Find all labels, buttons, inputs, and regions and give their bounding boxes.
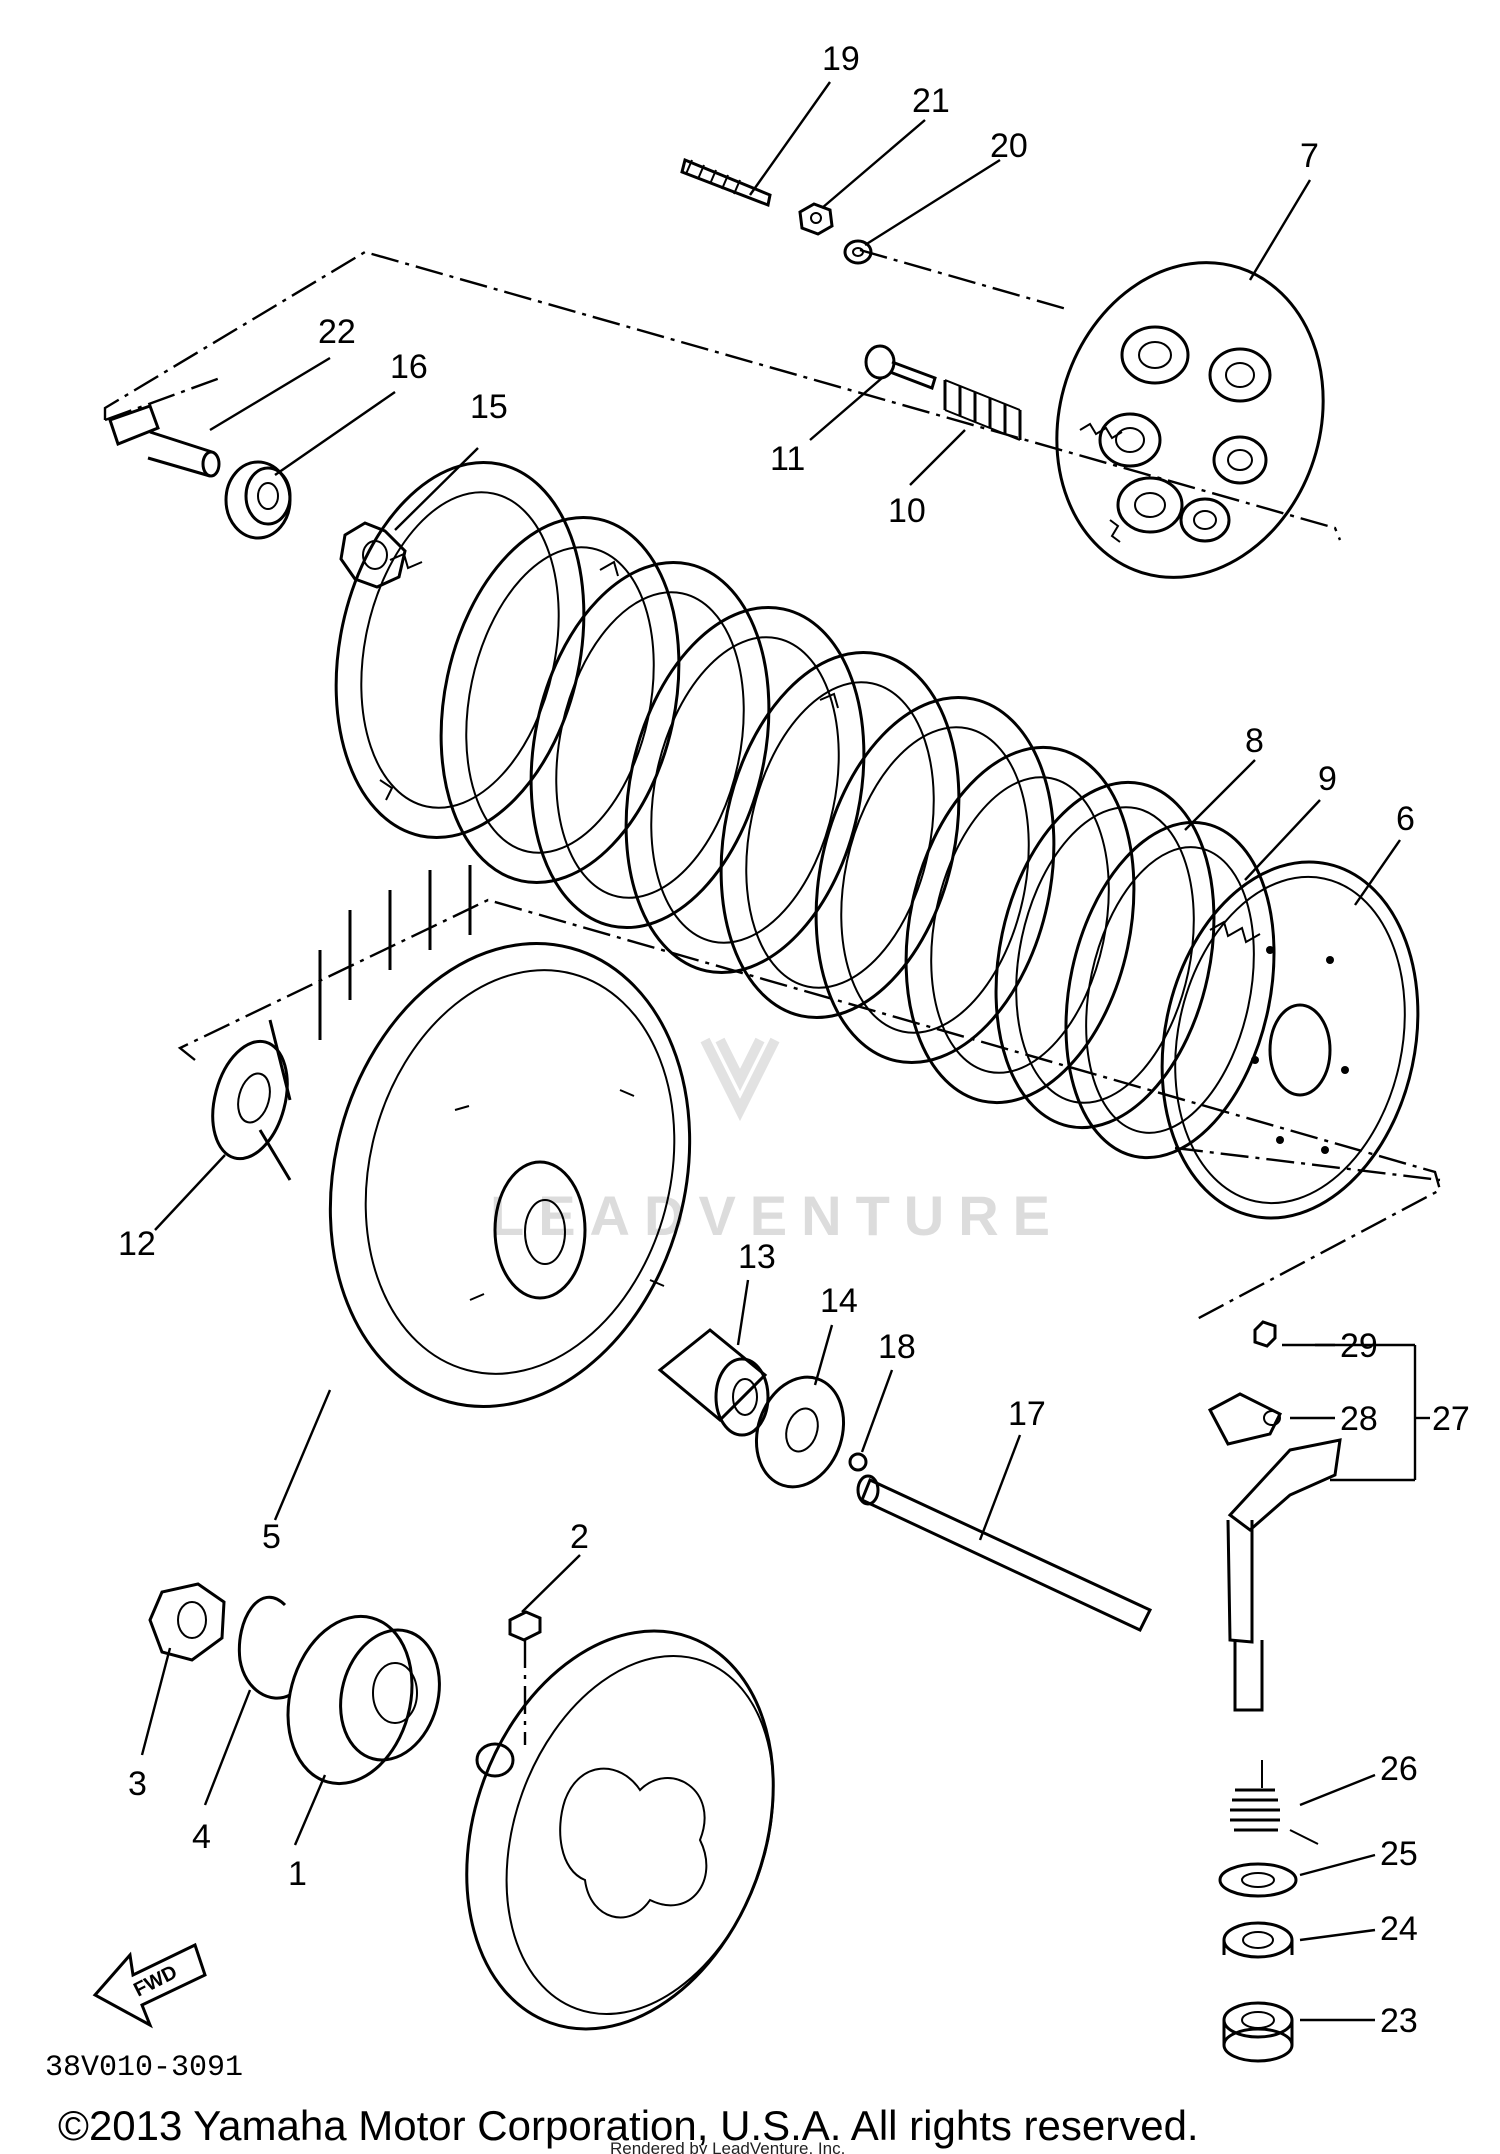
callout-8: 8 xyxy=(1245,722,1264,760)
callout-13: 13 xyxy=(738,1238,776,1276)
primary-drive-gear-1 xyxy=(286,1614,441,1786)
thrust-washer-12 xyxy=(211,1039,289,1161)
callout-2: 2 xyxy=(570,1518,589,1556)
washer-24 xyxy=(1222,1921,1294,1959)
adjusting-screw-19 xyxy=(680,157,772,208)
callout-11: 11 xyxy=(770,440,805,478)
callout-20: 20 xyxy=(990,127,1028,165)
callout-9: 9 xyxy=(1318,760,1337,798)
push-lever-assembly-27 xyxy=(1207,1320,1342,1712)
callout-22: 22 xyxy=(318,313,356,351)
callout-26: 26 xyxy=(1380,1750,1418,1788)
drawing-code: 38V010-3091 xyxy=(45,2051,243,2085)
callout-19: 19 xyxy=(822,40,860,78)
clutch-cover xyxy=(465,1629,775,2031)
leader-lines xyxy=(140,81,1430,2022)
callout-27: 27 xyxy=(1432,1400,1470,1438)
callout-14: 14 xyxy=(820,1282,858,1320)
seal-25 xyxy=(1218,1862,1298,1898)
callout-10: 10 xyxy=(888,492,926,530)
push-rod-22 xyxy=(108,404,221,478)
ball-18 xyxy=(848,1452,868,1472)
nut-21 xyxy=(798,202,834,236)
spring-26 xyxy=(1230,1760,1319,1845)
watermark-text: LEADVENTURE xyxy=(490,1184,1064,1247)
push-rod-17 xyxy=(856,1474,1153,1632)
callout-labels: 19 21 20 7 22 16 15 11 10 8 9 6 12 13 14… xyxy=(118,40,1470,2040)
shaft-axis-line xyxy=(1174,1146,1441,1182)
callout-17: 17 xyxy=(1008,1395,1046,1433)
callout-3: 3 xyxy=(128,1765,147,1803)
callout-21: 21 xyxy=(912,82,950,120)
callout-4: 4 xyxy=(192,1818,211,1856)
friction-plate-9 xyxy=(1064,820,1276,1160)
callout-29: 29 xyxy=(1340,1327,1378,1365)
assembly-outline-upper xyxy=(103,250,1342,541)
bearing-23 xyxy=(1222,2001,1294,2063)
callout-12: 12 xyxy=(118,1225,156,1263)
callout-24: 24 xyxy=(1380,1910,1418,1948)
spacer-13 xyxy=(657,1328,770,1437)
clutch-boss-6 xyxy=(1160,860,1420,1220)
callout-16: 16 xyxy=(390,348,428,386)
callout-6: 6 xyxy=(1396,800,1415,838)
bolt-11 xyxy=(864,344,937,390)
washer-14 xyxy=(754,1375,846,1489)
pressure-plate-7 xyxy=(1055,261,1325,579)
bearing-16 xyxy=(224,460,292,540)
callout-15: 15 xyxy=(470,388,508,426)
washer-20 xyxy=(843,239,873,265)
plate-8 xyxy=(994,780,1216,1130)
key-2 xyxy=(508,1610,542,1642)
clutch-housing-5 xyxy=(258,865,692,1408)
fwd-label: FWD xyxy=(130,1961,181,2001)
fwd-arrow-icon: FWD xyxy=(92,1942,207,2029)
callout-7: 7 xyxy=(1300,137,1319,175)
watermark: LEADVENTURE xyxy=(490,1037,1064,1247)
nut-3 xyxy=(148,1582,226,1662)
rendered-by-notice: Rendered by LeadVenture, Inc. xyxy=(610,2139,845,2154)
callout-23: 23 xyxy=(1380,2002,1418,2040)
axis-line-top xyxy=(859,248,1071,312)
callout-28: 28 xyxy=(1340,1400,1378,1438)
callout-1: 1 xyxy=(288,1855,307,1893)
callout-18: 18 xyxy=(878,1328,916,1366)
clutch-plates-stack xyxy=(334,460,1136,1105)
spring-10 xyxy=(943,379,1022,441)
callout-5: 5 xyxy=(262,1518,281,1556)
copyright-notice: ©2013 Yamaha Motor Corporation, U.S.A. A… xyxy=(58,2102,1199,2149)
assembly-outline-lower xyxy=(177,898,1442,1322)
callout-25: 25 xyxy=(1380,1835,1418,1873)
circlip-4 xyxy=(237,1595,291,1700)
